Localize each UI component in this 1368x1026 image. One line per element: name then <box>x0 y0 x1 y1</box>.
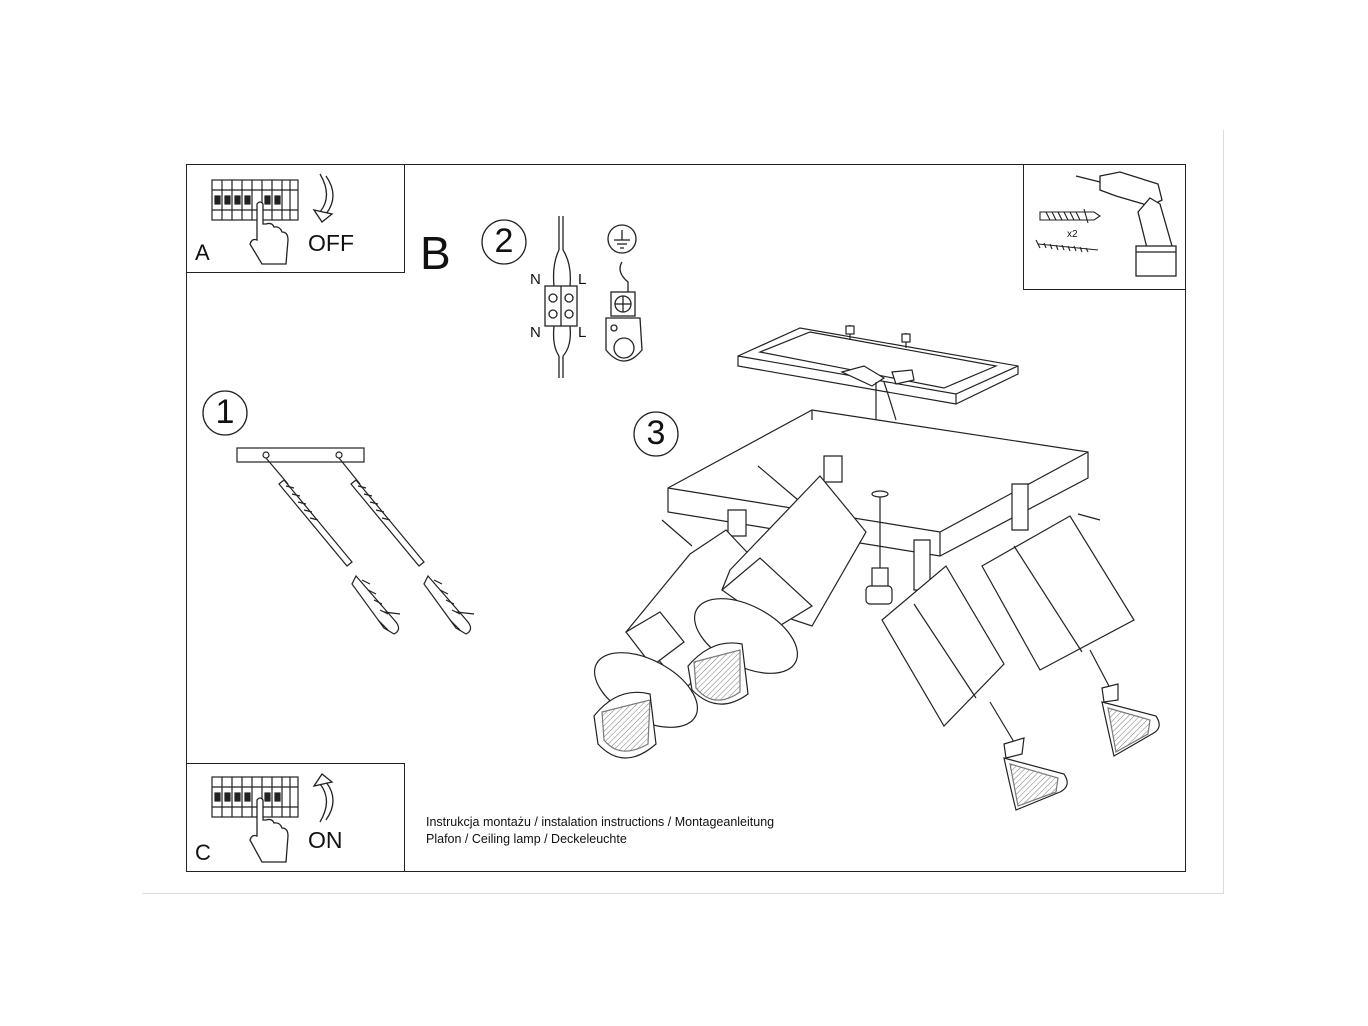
spotlight-arm-icon <box>593 455 1160 811</box>
step-one-number: 1 <box>215 393 235 431</box>
step-two-number: 2 <box>494 222 514 260</box>
page-edge-bottom <box>142 893 1224 894</box>
breaker-panel-icon <box>211 179 299 221</box>
screw-icon <box>265 457 425 567</box>
arrow-down-icon <box>312 173 334 223</box>
panel-c <box>186 763 405 872</box>
footer-line-1: Instrukcja montażu / instalation instruc… <box>426 815 775 829</box>
hand-icon <box>249 201 289 265</box>
panel-c-caption: ON <box>308 827 343 853</box>
panel-a-caption: OFF <box>308 230 354 256</box>
panel-b-letter: B <box>420 227 451 279</box>
mounting-bracket-icon <box>236 447 365 463</box>
wiring-label-n-top: N <box>530 271 541 288</box>
terminal-block-icon <box>544 216 578 378</box>
wiring-label-l-top: L <box>578 271 587 288</box>
panel-a <box>186 164 405 273</box>
screw-icon <box>1035 239 1099 253</box>
page-edge-right <box>1223 130 1224 894</box>
wiring-label-l-bottom: L <box>578 324 587 341</box>
drill-icon <box>1075 171 1177 277</box>
step-one-circle <box>202 390 248 436</box>
step-three-number: 3 <box>646 414 666 452</box>
wiring-label-n-bottom: N <box>530 324 541 341</box>
step-three-circle <box>633 411 679 457</box>
wall-plug-icon <box>1039 208 1101 224</box>
step-two-circle <box>481 219 527 265</box>
breaker-panel-icon <box>211 776 299 818</box>
panel-a-letter: A <box>195 240 210 265</box>
panel-tools <box>1023 164 1186 290</box>
tools-quantity: x2 <box>1067 229 1078 240</box>
hand-icon <box>249 797 289 863</box>
sheet-frame <box>186 164 1186 872</box>
footer-line-2: Plafon / Ceiling lamp / Deckeleuchte <box>426 832 627 846</box>
arrow-up-icon <box>312 773 334 823</box>
panel-c-letter: C <box>195 840 211 865</box>
ceiling-plate-icon <box>737 325 1019 421</box>
wall-plug-icon <box>351 574 475 635</box>
ground-icon <box>605 224 643 362</box>
